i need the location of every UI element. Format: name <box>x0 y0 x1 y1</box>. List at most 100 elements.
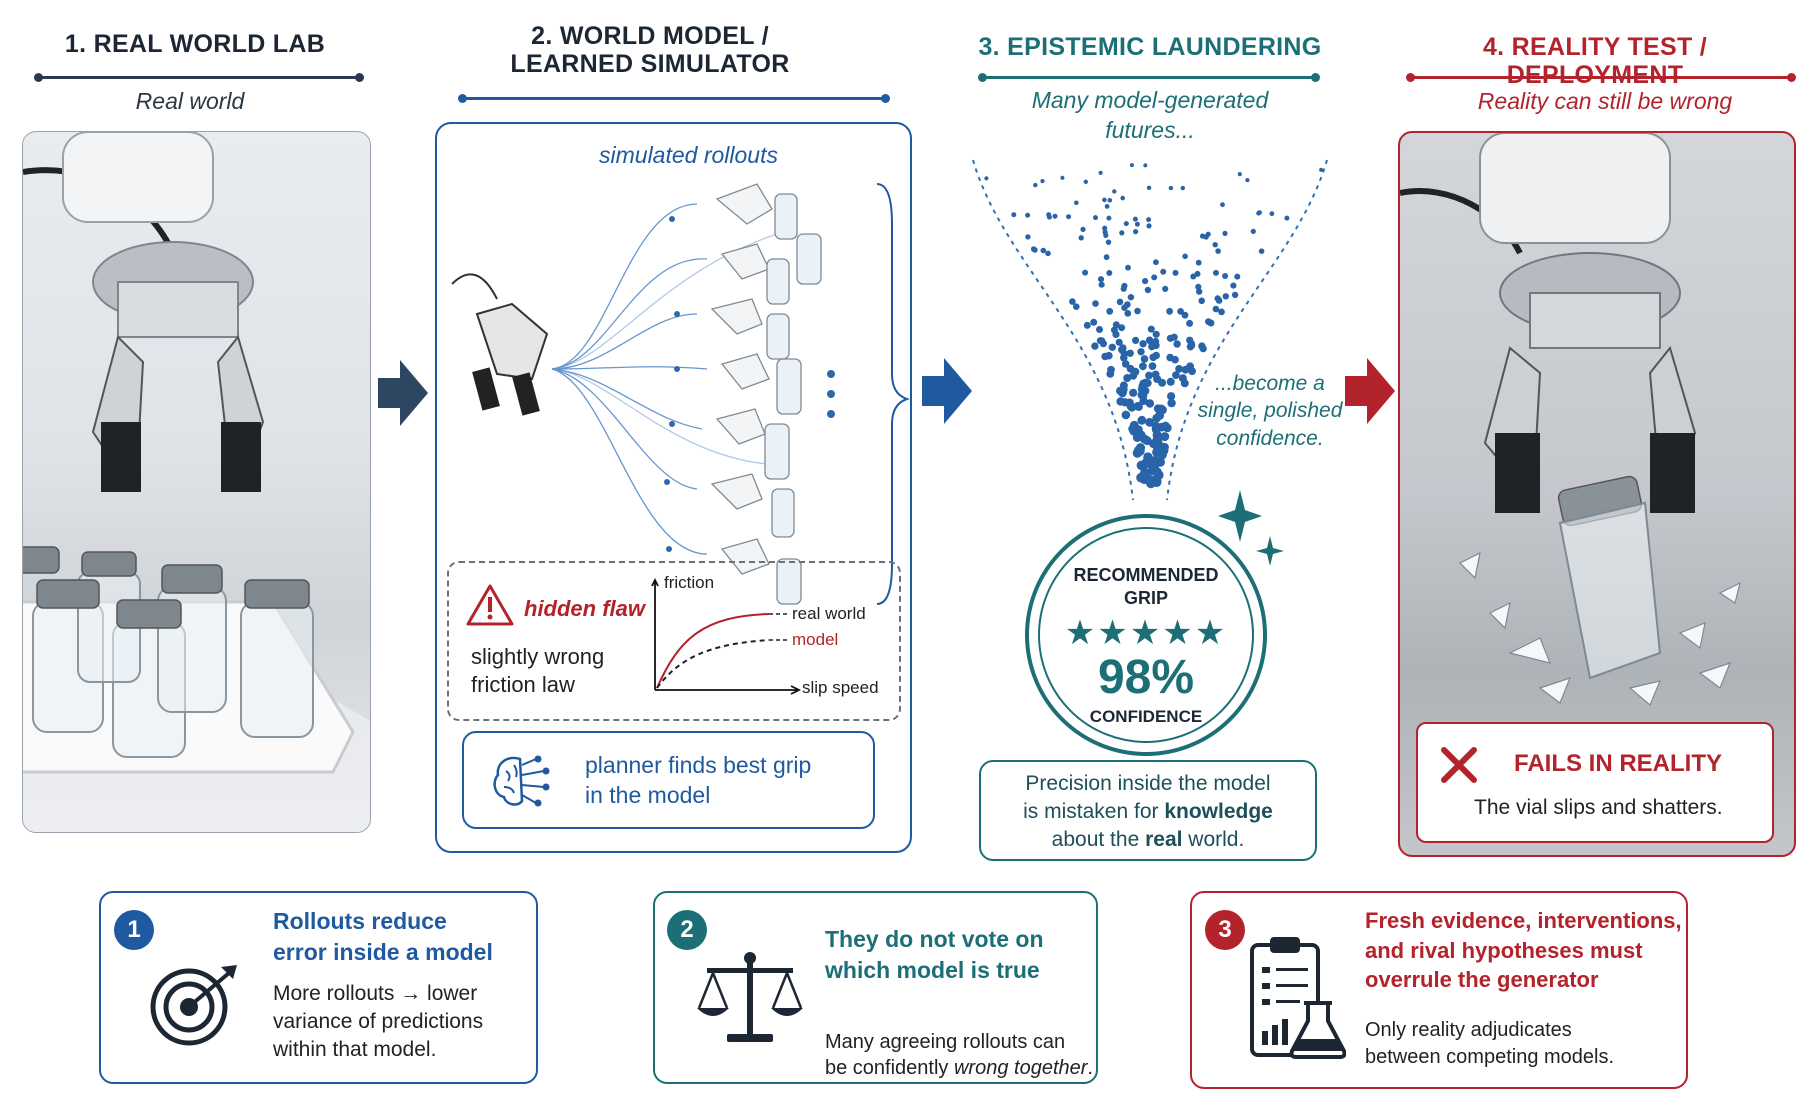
funnel-dot <box>1106 270 1113 276</box>
section-subtitle-reality-wrong: Reality can still be wrong <box>1477 88 1733 114</box>
funnel-dot <box>1146 185 1152 190</box>
funnel-dot <box>1170 333 1178 341</box>
brain-network-icon <box>493 755 550 807</box>
funnel-dot <box>1178 374 1187 383</box>
funnel-dot <box>1172 269 1179 276</box>
funnel-dot <box>1060 175 1065 180</box>
funnel-dot <box>1137 415 1147 425</box>
funnel-dot <box>1175 365 1183 373</box>
funnel-dot <box>1134 445 1144 455</box>
funnel-dot <box>1121 410 1131 420</box>
funnel-dot <box>1107 365 1115 374</box>
funnel-dot <box>1080 226 1086 232</box>
funnel-dot <box>1123 374 1132 382</box>
funnel-dot <box>1108 343 1116 351</box>
funnel-dot <box>1257 210 1262 215</box>
funnel-dot <box>1046 212 1052 218</box>
funnel-dots-illustration <box>972 159 1328 501</box>
precision-line-3: about the <box>1051 827 1146 851</box>
funnel-dot <box>1098 337 1106 345</box>
section-title-epistemic-laundering: 3. EPISTEMIC LAUNDERING <box>978 33 1322 61</box>
card-number-2: 2 <box>667 910 707 950</box>
funnel-dot <box>1124 310 1132 317</box>
funnel-dot <box>1107 198 1113 203</box>
funnel-dot <box>1145 336 1154 344</box>
funnel-dot <box>1011 212 1017 218</box>
funnel-dot <box>1040 179 1045 184</box>
funnel-dot <box>1198 297 1205 305</box>
funnel-dot <box>1134 402 1143 411</box>
card-1-body: More rollouts → lower variance of predic… <box>273 982 484 1061</box>
card-1-heading: Rollouts reduce error inside a model <box>273 908 493 966</box>
funnel-dot <box>1120 285 1127 292</box>
funnel-dot <box>1160 432 1170 442</box>
precision-knowledge: knowledge <box>1164 799 1273 823</box>
funnel-dot <box>1105 351 1113 360</box>
funnel-dot <box>1212 242 1218 248</box>
funnel-dot <box>1237 172 1242 177</box>
funnel-dot <box>1098 281 1105 288</box>
section-title-world-model: 2. WORLD MODEL / LEARNED SIMULATOR <box>510 22 790 78</box>
funnel-dot <box>1145 399 1155 408</box>
fails-in-reality-box: FAILS IN REALITY The vial slips and shat… <box>1416 722 1774 843</box>
funnel-dot <box>1112 321 1120 329</box>
funnel-dot <box>1230 282 1237 289</box>
funnel-dot <box>1182 253 1188 260</box>
funnel-dot <box>1146 223 1152 229</box>
balance-scale-icon <box>697 952 803 1042</box>
graph-x-label: slip speed <box>802 678 879 697</box>
funnel-dot <box>1091 342 1099 350</box>
funnel-dot <box>1180 185 1185 191</box>
x-mark-icon <box>1441 747 1477 783</box>
funnel-dot <box>1171 355 1179 364</box>
hidden-flaw-text: slightly wrong friction law <box>471 644 605 697</box>
funnel-dot <box>1149 456 1159 466</box>
funnel-dot <box>1134 425 1143 434</box>
funnel-dot <box>1096 326 1103 333</box>
funnel-dot <box>1190 273 1197 280</box>
funnel-dot <box>1127 403 1136 412</box>
funnel-dot <box>1152 447 1162 457</box>
funnel-dot <box>1152 430 1162 440</box>
graph-y-label: friction <box>664 573 715 592</box>
funnel-dot <box>1090 318 1098 326</box>
precision-real: real <box>1145 827 1183 851</box>
card-do-not-vote: 2 They do not vote on which model is tru… <box>653 891 1098 1084</box>
funnel-dot <box>1186 362 1194 371</box>
funnel-dot <box>1167 392 1176 401</box>
funnel-dot <box>1168 185 1174 191</box>
funnel-dot <box>1173 340 1181 348</box>
funnel-dot <box>1145 371 1153 380</box>
funnel-dot <box>1025 212 1031 218</box>
planner-box: planner finds best grip in the model <box>462 731 875 829</box>
funnel-dot <box>1121 304 1128 311</box>
card-2-body-emphasis: wrong together <box>953 1057 1088 1080</box>
funnel-dot <box>1181 311 1189 319</box>
robot-arm-vials-illustration <box>23 132 370 832</box>
card-3-body: Only reality adjudicates between competi… <box>1365 1019 1615 1068</box>
card-3-heading: Fresh evidence, interventions, and rival… <box>1365 908 1682 993</box>
funnel-dot <box>1073 303 1080 310</box>
funnel-dot <box>1167 398 1176 408</box>
funnel-dot <box>1151 274 1158 281</box>
funnel-dot <box>1106 307 1114 315</box>
funnel-dot <box>1220 202 1225 208</box>
funnel-dot <box>1137 348 1145 356</box>
funnel-dot <box>1025 234 1031 240</box>
funnel-dot <box>1103 254 1110 261</box>
funnel-dot <box>1152 337 1160 346</box>
funnel-dot <box>1139 340 1147 348</box>
funnel-dot <box>1033 182 1038 188</box>
funnel-dot <box>1112 189 1117 194</box>
section-rule-3 <box>978 73 1320 82</box>
funnel-dot <box>1125 264 1131 271</box>
funnel-dot <box>1119 230 1125 236</box>
funnel-dot <box>1032 247 1038 253</box>
funnel-dot <box>1132 336 1140 344</box>
funnel-dot <box>1104 204 1110 209</box>
funnel-dot <box>1159 442 1169 452</box>
funnel-dot <box>1139 391 1148 400</box>
funnel-dot <box>1069 298 1076 305</box>
funnel-dot <box>1066 214 1072 220</box>
funnel-dot <box>1123 221 1129 227</box>
